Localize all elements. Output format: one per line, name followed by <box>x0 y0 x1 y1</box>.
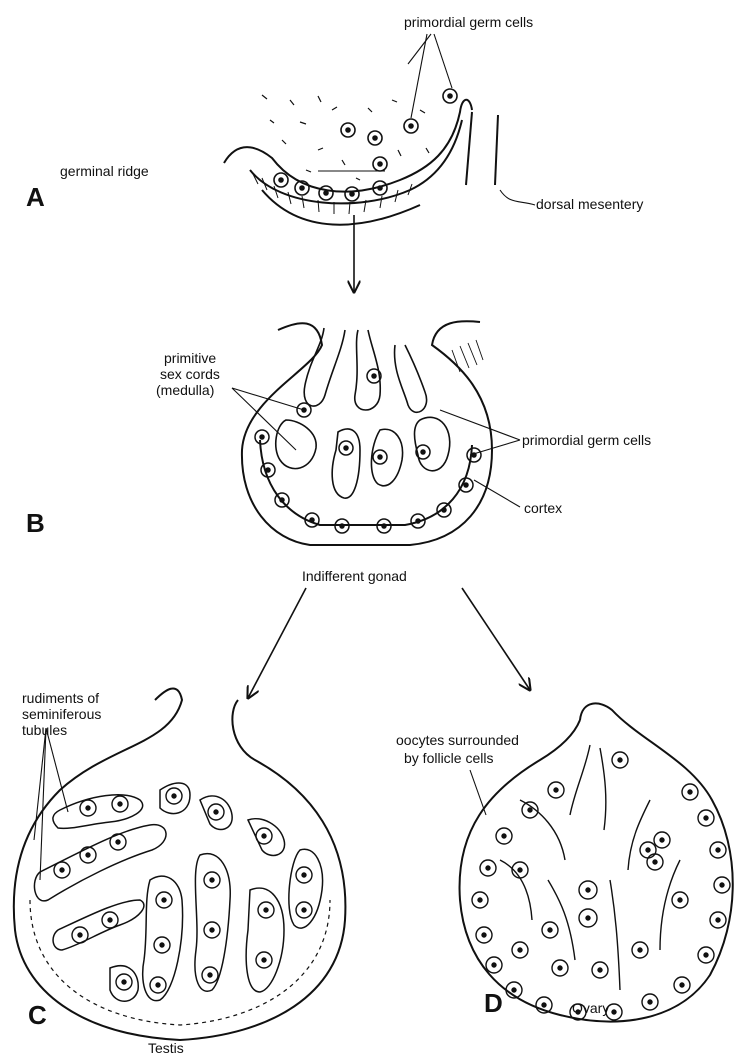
caption-indifferent-gonad: Indifferent gonad <box>302 568 407 584</box>
label-germinal-ridge: germinal ridge <box>60 163 149 179</box>
panel-d-letter: D <box>484 988 503 1019</box>
label-by-follicle-cells: by follicle cells <box>404 750 493 766</box>
label-primitive: primitive <box>164 350 216 366</box>
caption-testis: Testis <box>148 1040 184 1056</box>
panel-a-letter: A <box>26 182 45 213</box>
label-primordial-germ-cells-b: primordial germ cells <box>522 432 651 448</box>
label-seminiferous: seminiferous <box>22 706 101 722</box>
label-primordial-germ-cells-a: primordial germ cells <box>404 14 533 30</box>
panel-c-letter: C <box>28 1000 47 1031</box>
label-sex-cords: sex cords <box>160 366 220 382</box>
label-rudiments-of: rudiments of <box>22 690 99 706</box>
label-cortex: cortex <box>524 500 562 516</box>
label-oocytes-surrounded: oocytes surrounded <box>396 732 519 748</box>
label-dorsal-mesentery: dorsal mesentery <box>536 196 643 212</box>
label-medulla: (medulla) <box>156 382 214 398</box>
panel-d-drawing <box>460 703 733 1021</box>
caption-ovary: Ovary <box>572 1000 609 1016</box>
panel-a-drawing <box>224 34 535 292</box>
panel-b-drawing <box>232 321 530 698</box>
panel-b-letter: B <box>26 508 45 539</box>
label-tubules: tubules <box>22 722 67 738</box>
panel-c-drawing <box>14 688 346 1040</box>
